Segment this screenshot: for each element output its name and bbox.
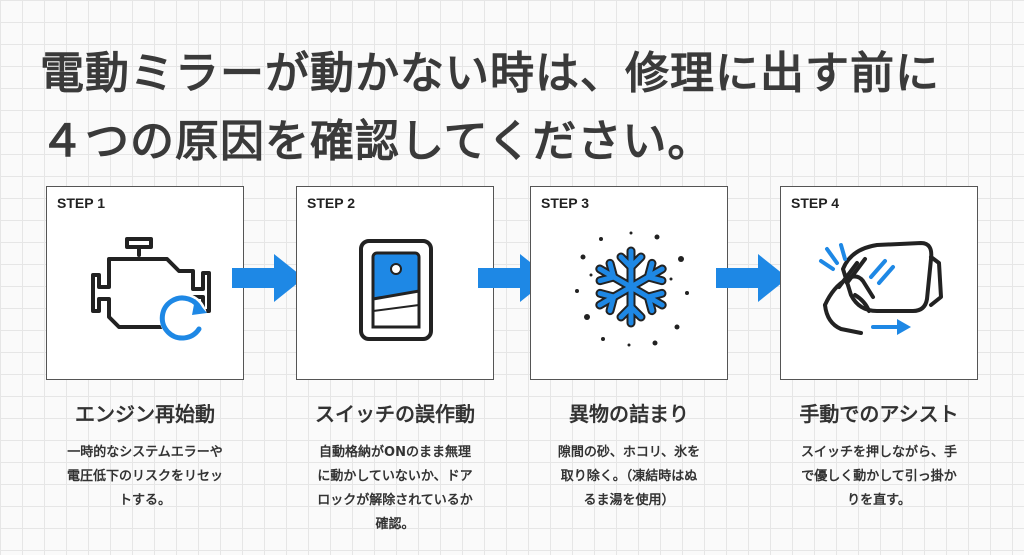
step-description: 自動格納がONのまま無理 に動かしていないか、ドア ロックが解除されているか 確…	[270, 441, 520, 537]
step-card-4: STEP 4	[780, 186, 978, 380]
arrow-right-icon	[232, 254, 304, 302]
desc-line: 確認。	[375, 517, 415, 532]
step-label: STEP 2	[307, 195, 355, 211]
step-card-2: STEP 2	[296, 186, 494, 380]
headline: 電動ミラーが動かない時は、修理に出す前に ４つの原因を確認してください。	[40, 40, 1000, 176]
step-title: エンジン再始動	[75, 402, 215, 426]
step-title: 異物の詰まり	[569, 402, 689, 426]
desc-line: 電圧低下のリスクをリセッ	[66, 469, 223, 484]
step-description: スイッチを押しながら、手 で優しく動かして引っ掛か りを直す。	[754, 441, 1004, 513]
step-label: STEP 1	[57, 195, 105, 211]
desc-line: トする。	[118, 493, 171, 508]
step-label: STEP 3	[541, 195, 589, 211]
step-title: スイッチの誤作動	[315, 402, 475, 426]
desc-line: 隙間の砂、ホコリ、氷を	[557, 445, 701, 460]
snowflake-icon	[575, 231, 689, 347]
step-label: STEP 4	[791, 195, 839, 211]
hand-mirror-assist-icon	[819, 241, 943, 335]
step-card-3: STEP 3	[530, 186, 728, 380]
engine-restart-icon	[91, 237, 211, 341]
step-text-2: スイッチの誤作動 自動格納がONのまま無理 に動かしていないか、ドア ロックが解…	[270, 398, 520, 537]
desc-line: 自動格納がONのまま無理	[319, 445, 471, 460]
step-description: 一時的なシステムエラーや 電圧低下のリスクをリセッ トする。	[20, 441, 270, 513]
arrow-right-icon	[716, 254, 788, 302]
step-description: 隙間の砂、ホコリ、氷を 取り除く。（凍結時はぬ るま湯を使用）	[504, 441, 754, 513]
step-text-4: 手動でのアシスト スイッチを押しながら、手 で優しく動かして引っ掛か りを直す。	[754, 398, 1004, 513]
step-text-1: エンジン再始動 一時的なシステムエラーや 電圧低下のリスクをリセッ トする。	[20, 398, 270, 513]
desc-line: スイッチを押しながら、手	[800, 445, 957, 460]
desc-line: りを直す。	[847, 493, 911, 508]
step-text-3: 異物の詰まり 隙間の砂、ホコリ、氷を 取り除く。（凍結時はぬ るま湯を使用）	[504, 398, 754, 513]
desc-line: で優しく動かして引っ掛か	[801, 469, 957, 484]
headline-line-1: 電動ミラーが動かない時は、修理に出す前に	[40, 48, 940, 99]
headline-line-2: ４つの原因を確認してください。	[40, 116, 713, 167]
step-card-1: STEP 1	[46, 186, 244, 380]
desc-line: 一時的なシステムエラーや	[67, 445, 223, 460]
desc-line: るま湯を使用）	[583, 493, 675, 508]
switch-icon	[359, 239, 433, 341]
desc-line: ロックが解除されているか	[317, 493, 473, 508]
desc-line: に動かしていないか、ドア	[317, 469, 473, 484]
desc-line: 取り除く。（凍結時はぬ	[560, 469, 698, 484]
step-title: 手動でのアシスト	[799, 402, 959, 426]
